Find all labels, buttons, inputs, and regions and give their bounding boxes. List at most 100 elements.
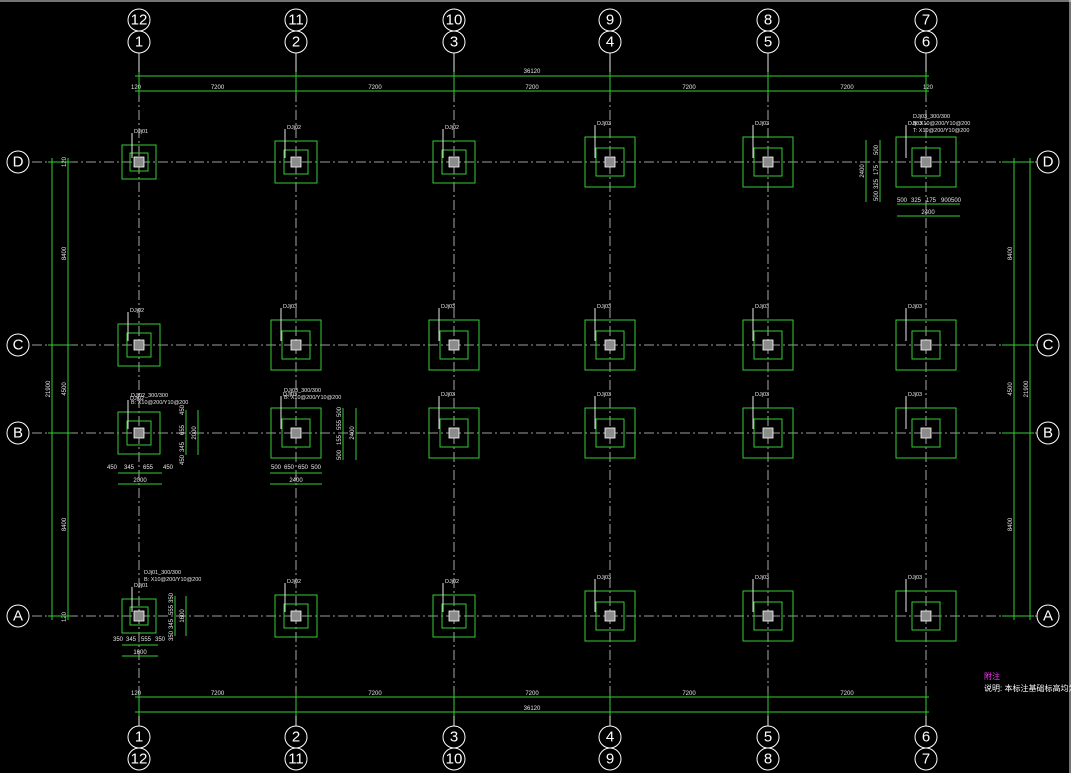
grid-bubble-top-label: 4 xyxy=(606,34,614,51)
footing-outer xyxy=(270,319,322,371)
grid-bubble-bottom-label: 5 xyxy=(764,729,772,746)
detail-B1-bottom-dim: 450 xyxy=(163,465,174,471)
footing-outer xyxy=(117,323,161,367)
grid-bubble-bottom-alt-12 xyxy=(127,747,151,771)
detail-B1-bottom-dim: 450 xyxy=(107,465,118,471)
detail-B1-reinf: B: X10@200/Y10@200 xyxy=(131,400,188,406)
grid-bubble-top-label: 3 xyxy=(450,34,458,51)
footing-inner xyxy=(129,152,149,172)
grid-bubble-top-alt-label: 7 xyxy=(922,12,930,29)
grid-bubble-left-label: D xyxy=(13,154,24,171)
grid-bubble-top-alt-label: 10 xyxy=(446,12,463,29)
footing-outer xyxy=(584,407,636,459)
footing-C2: DJj03 xyxy=(270,304,322,371)
footing-inner xyxy=(753,601,783,631)
footing-tag: DJj03 xyxy=(755,575,769,581)
footing-tag: DJj03 xyxy=(597,575,611,581)
footing-outer xyxy=(742,407,794,459)
detail-B1-side-total: 2000 xyxy=(192,426,198,440)
grid-bubble-bottom-alt-label: 11 xyxy=(288,751,304,768)
footing-tag: DJj03 xyxy=(908,304,922,310)
footing-inner xyxy=(441,149,467,175)
footing-D3: DJj02 xyxy=(432,125,476,184)
footing-tag: DJj03 xyxy=(908,575,922,581)
dim-left-row-3: 8400 xyxy=(62,517,68,531)
detail-B1-side-dim: 450 xyxy=(180,404,186,415)
footing-tag: DJj03 xyxy=(597,121,611,127)
footing-tag: DJj03 xyxy=(908,392,922,398)
detail-A1-side-dim: 555 xyxy=(169,604,175,615)
footing-tag: DJj03 xyxy=(755,392,769,398)
axis-lines xyxy=(32,56,1037,726)
footing-outer xyxy=(428,407,480,459)
grid-bubble-top-label: 5 xyxy=(764,34,772,51)
grid-bubble-top-label: 2 xyxy=(292,34,300,51)
footing-C4: DJj03 xyxy=(584,304,636,371)
detail-B1-bottom-dim: 655 xyxy=(143,465,154,471)
column-square xyxy=(290,156,302,168)
grid-bubble-top-2 xyxy=(284,30,308,54)
footing-outer xyxy=(432,594,476,638)
grid-bubble-top-alt-label: 8 xyxy=(764,12,772,29)
footing-tag: DJj03 xyxy=(597,392,611,398)
grid-bubble-right-D xyxy=(1036,150,1060,174)
detail-D6-bottom-dim: 175 xyxy=(926,198,937,204)
detail-A1-bottom-dim: 555 xyxy=(141,637,152,643)
dim-top-overall-label: 36120 xyxy=(524,69,541,75)
grid-bubble-top-1 xyxy=(127,30,151,54)
column-square xyxy=(762,156,774,168)
footing-inner xyxy=(911,330,941,360)
grid-bubble-bottom-alt-7 xyxy=(914,747,938,771)
detail-D6-side-dim: 500 xyxy=(874,144,880,155)
dim-bottom-bay-3: 7200 xyxy=(525,691,539,697)
grid-bubble-bottom-label: 1 xyxy=(135,729,143,746)
footing-outer xyxy=(121,598,157,634)
column-square xyxy=(448,610,460,622)
dim-right-row-3: 8400 xyxy=(1008,517,1014,531)
detail-A1-tag: DJj01_300/300 xyxy=(144,570,181,576)
footing-B4: DJj03 xyxy=(584,392,636,459)
detail-D6-bottom-dim: 500 xyxy=(951,198,962,204)
dim-bottom-bay-5: 7200 xyxy=(840,691,854,697)
footing-A4: DJj03 xyxy=(584,575,636,642)
detail-D6-bottom-total: 2400 xyxy=(921,210,935,216)
footing-D2: DJj02 xyxy=(274,125,318,184)
grid-bubble-top-alt-label: 9 xyxy=(606,12,614,29)
grid-bubble-right-C xyxy=(1036,333,1060,357)
dim-left-row-2: 4500 xyxy=(62,382,68,396)
footing-tag: DJj03 xyxy=(283,392,297,398)
grid-bubble-left-label: B xyxy=(13,425,23,442)
grid-bubble-right-label: A xyxy=(1043,608,1053,625)
column-square xyxy=(290,610,302,622)
footing-A1: DJj01 xyxy=(121,583,157,634)
detail-B2-bottom-dim: 500 xyxy=(311,465,322,471)
footing-tag: DJj02 xyxy=(445,125,459,131)
detail-A1-side-dim: 345 xyxy=(169,618,175,629)
detail-B1-side-dim: 655 xyxy=(180,424,186,435)
dim-bottom-edge-left: 120 xyxy=(131,691,142,697)
column-square xyxy=(604,156,616,168)
column-square xyxy=(604,339,616,351)
detail-B1-tag: DJj02_300/300 xyxy=(131,393,168,399)
detail-D6-bottom-dim: 900 xyxy=(941,198,952,204)
footing-inner xyxy=(911,147,941,177)
detail-A1-side-dim: 350 xyxy=(169,592,175,603)
footing-D4: DJj03 xyxy=(584,121,636,188)
footing-outer xyxy=(895,407,957,459)
footing-tag: DJj03 xyxy=(283,304,297,310)
footing-inner xyxy=(753,330,783,360)
grid-bubble-left-C xyxy=(6,333,30,357)
footing-B1: DJj02 xyxy=(117,396,161,455)
grid-bubble-bottom-alt-9 xyxy=(598,747,622,771)
detail-A1-bottom-dim: 350 xyxy=(113,637,124,643)
grid-bubble-bottom-alt-label: 8 xyxy=(764,751,772,768)
detail-B2-bottom-dim: 500 xyxy=(271,465,282,471)
footing-outer xyxy=(584,136,636,188)
footing-outer xyxy=(117,411,161,455)
column-square xyxy=(920,156,932,168)
column-square xyxy=(604,610,616,622)
dim-top-bay-5: 7200 xyxy=(840,85,854,91)
